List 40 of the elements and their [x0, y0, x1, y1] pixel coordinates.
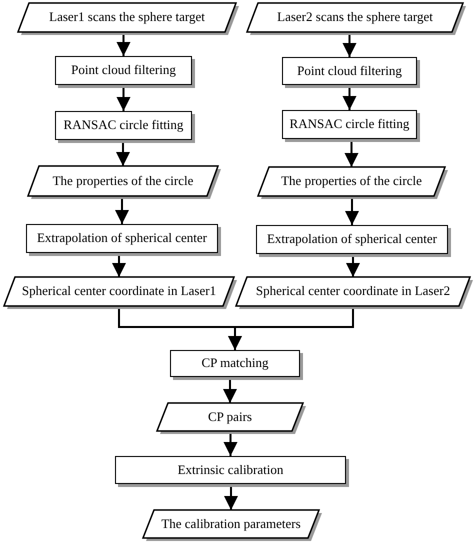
arrow — [342, 85, 356, 110]
data-parallelogram — [247, 3, 463, 32]
node-text: Laser1 scans the sphere target — [49, 10, 205, 25]
node-text: Point cloud filtering — [297, 64, 402, 78]
arrow — [112, 253, 126, 277]
arrow — [223, 377, 237, 403]
process-box — [282, 110, 417, 139]
data-parallelogram — [28, 166, 218, 196]
process-box — [282, 57, 417, 85]
node-text: Extrinsic calibration — [178, 462, 284, 478]
data-parallelogram — [157, 403, 303, 431]
process-box — [115, 456, 346, 484]
node-text: The properties of the circle — [52, 174, 194, 188]
node-text: Spherical center coordinate in Laser2 — [256, 284, 450, 299]
arrow — [344, 139, 358, 167]
process-box — [256, 225, 448, 254]
node-text: CP pairs — [208, 410, 252, 424]
data-parallelogram — [143, 510, 319, 538]
node-text: Laser2 scans the sphere target — [277, 10, 433, 25]
node-text: The properties of the circle — [281, 174, 422, 189]
node-text: RANSAC circle fitting — [64, 118, 184, 133]
data-parallelogram — [236, 277, 470, 306]
data-parallelogram — [258, 167, 445, 196]
node-text: The calibration parameters — [161, 516, 301, 532]
node-text: Point cloud filtering — [71, 63, 176, 78]
node-text: RANSAC circle fitting — [290, 117, 410, 132]
arrow — [346, 254, 360, 277]
arrow — [224, 484, 238, 510]
node-text: Extrapolation of spherical center — [266, 232, 437, 247]
arrow — [116, 140, 130, 166]
process-box — [26, 224, 218, 253]
process-box — [170, 350, 300, 377]
arrow — [116, 85, 130, 111]
data-parallelogram — [4, 277, 234, 306]
data-parallelogram — [18, 3, 236, 32]
node-text: Spherical center coordinate in Laser1 — [22, 284, 216, 299]
node-text: Extrapolation of spherical center — [36, 231, 207, 246]
process-box — [55, 56, 192, 85]
node-text: CP matching — [201, 356, 269, 371]
process-box — [55, 111, 192, 140]
